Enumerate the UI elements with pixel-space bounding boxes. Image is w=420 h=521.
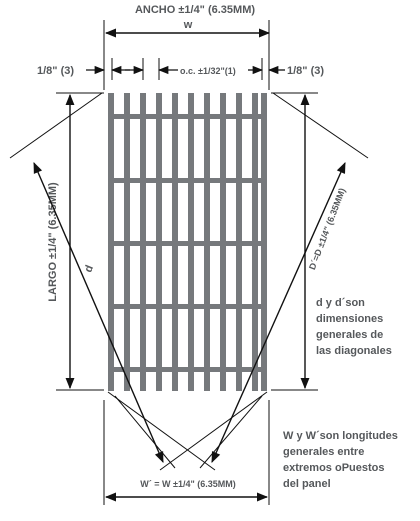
oc-label: o.c. ±1/32"(1) [180,66,236,76]
dprime-label: D´=D ±1/4" (6.35MM) [307,187,347,271]
margin-right-label: 1/8" (3) [287,65,324,77]
wprime-label: W´ = W ±1/4" (6.35MM) [140,479,235,489]
diagonal-d-ext-top [9,92,103,159]
grating-panel [108,93,267,391]
d-label: d [82,264,96,275]
diagonal-dprime-ext-bottom [199,395,263,469]
cross-line-right [159,391,268,471]
largo-label: LARGO ±1/4" (6.35MM) [47,182,59,302]
margin-left-label: 1/8" (3) [37,65,74,77]
diagonal-d-ext-bottom [114,395,176,469]
diagonals-note: d y d´son dimensiones generales de las d… [316,297,392,357]
diagonal-d-line [33,161,164,464]
w-label: w [183,19,193,31]
cross-line-left [107,391,216,471]
lengths-note: W y W´son longitudes generales entre ext… [283,430,398,490]
diagonal-dprime-ext-top [272,92,369,159]
ancho-label: ANCHO ±1/4" (6.35MM) [135,4,255,16]
diagonal-dprime-line [211,161,346,464]
